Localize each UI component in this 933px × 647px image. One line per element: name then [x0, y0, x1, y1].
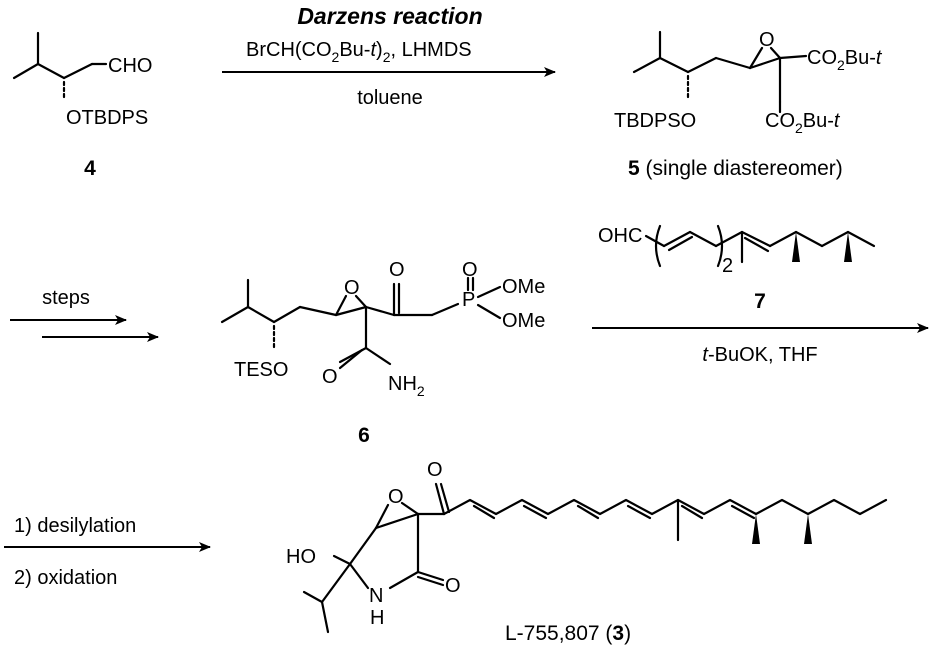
aldehyde-7: OHC: [598, 225, 642, 247]
nh-hydrogen-3: H: [370, 607, 384, 629]
compound-4-number: 4: [84, 157, 96, 180]
reaction-arrow-3: t-BuOK, THF: [592, 323, 929, 366]
repeat-count-7: 2: [722, 255, 733, 277]
teso-label: TESO: [234, 359, 288, 381]
ketone-o-6: O: [389, 259, 405, 281]
phosphonate-o-6: O: [462, 259, 478, 281]
compound-6-number: 6: [358, 424, 370, 447]
arrow-3-reagent: t-BuOK, THF: [702, 344, 817, 366]
ome-bottom-6: OMe: [502, 310, 545, 332]
darzens-reaction-label: Darzens reaction: [297, 3, 482, 29]
darzens-reagents: BrCH(CO2Bu-t)2, LHMDS: [246, 39, 472, 65]
compound-3-caption: L-755,807 (3): [505, 622, 631, 645]
desilylation-label: 1) desilylation: [14, 515, 136, 537]
aldehyde-label: CHO: [108, 55, 152, 77]
otbdps-label: OTBDPS: [66, 107, 148, 129]
compound-7-number: 7: [754, 290, 766, 313]
epoxide-o-6: O: [344, 277, 360, 299]
ome-top-6: OMe: [502, 276, 545, 298]
compound-7: OHC 2 7: [598, 224, 876, 313]
compound-6: O O O P OMe OMe TESO O NH2 6: [220, 259, 545, 447]
ketone-o-3: O: [427, 459, 443, 481]
compound-3: O O HO O N H L-755,807 (3): [286, 459, 888, 645]
compound-4: CHO OTBDPS 4: [12, 31, 152, 180]
darzens-solvent: toluene: [357, 87, 423, 109]
reaction-arrow-2: steps: [10, 287, 159, 342]
lactam-o-3: O: [445, 575, 461, 597]
reaction-arrow-4: 1) desilylation 2) oxidation: [4, 515, 211, 589]
tbdpso-label: TBDPSO: [614, 110, 696, 132]
steps-label: steps: [42, 287, 90, 309]
hydroxyl-3: HO: [286, 546, 316, 568]
nitrogen-3: N: [369, 585, 383, 607]
epoxide-o-3: O: [388, 486, 404, 508]
phosphorus-6: P: [462, 289, 475, 311]
ester-bottom-5: CO2Bu-t: [765, 110, 841, 136]
compound-5-caption: 5 (single diastereomer): [628, 157, 843, 180]
reaction-arrow-1: Darzens reaction BrCH(CO2Bu-t)2, LHMDS t…: [222, 3, 556, 109]
amide-n-6: NH2: [388, 373, 425, 399]
oxidation-label: 2) oxidation: [14, 567, 117, 589]
compound-5: O CO2Bu-t CO2Bu-t TBDPSO 5 (single diast…: [614, 29, 883, 180]
amide-o-6: O: [322, 366, 338, 388]
ester-top-5: CO2Bu-t: [807, 47, 883, 73]
epoxide-o-5: O: [759, 29, 775, 51]
